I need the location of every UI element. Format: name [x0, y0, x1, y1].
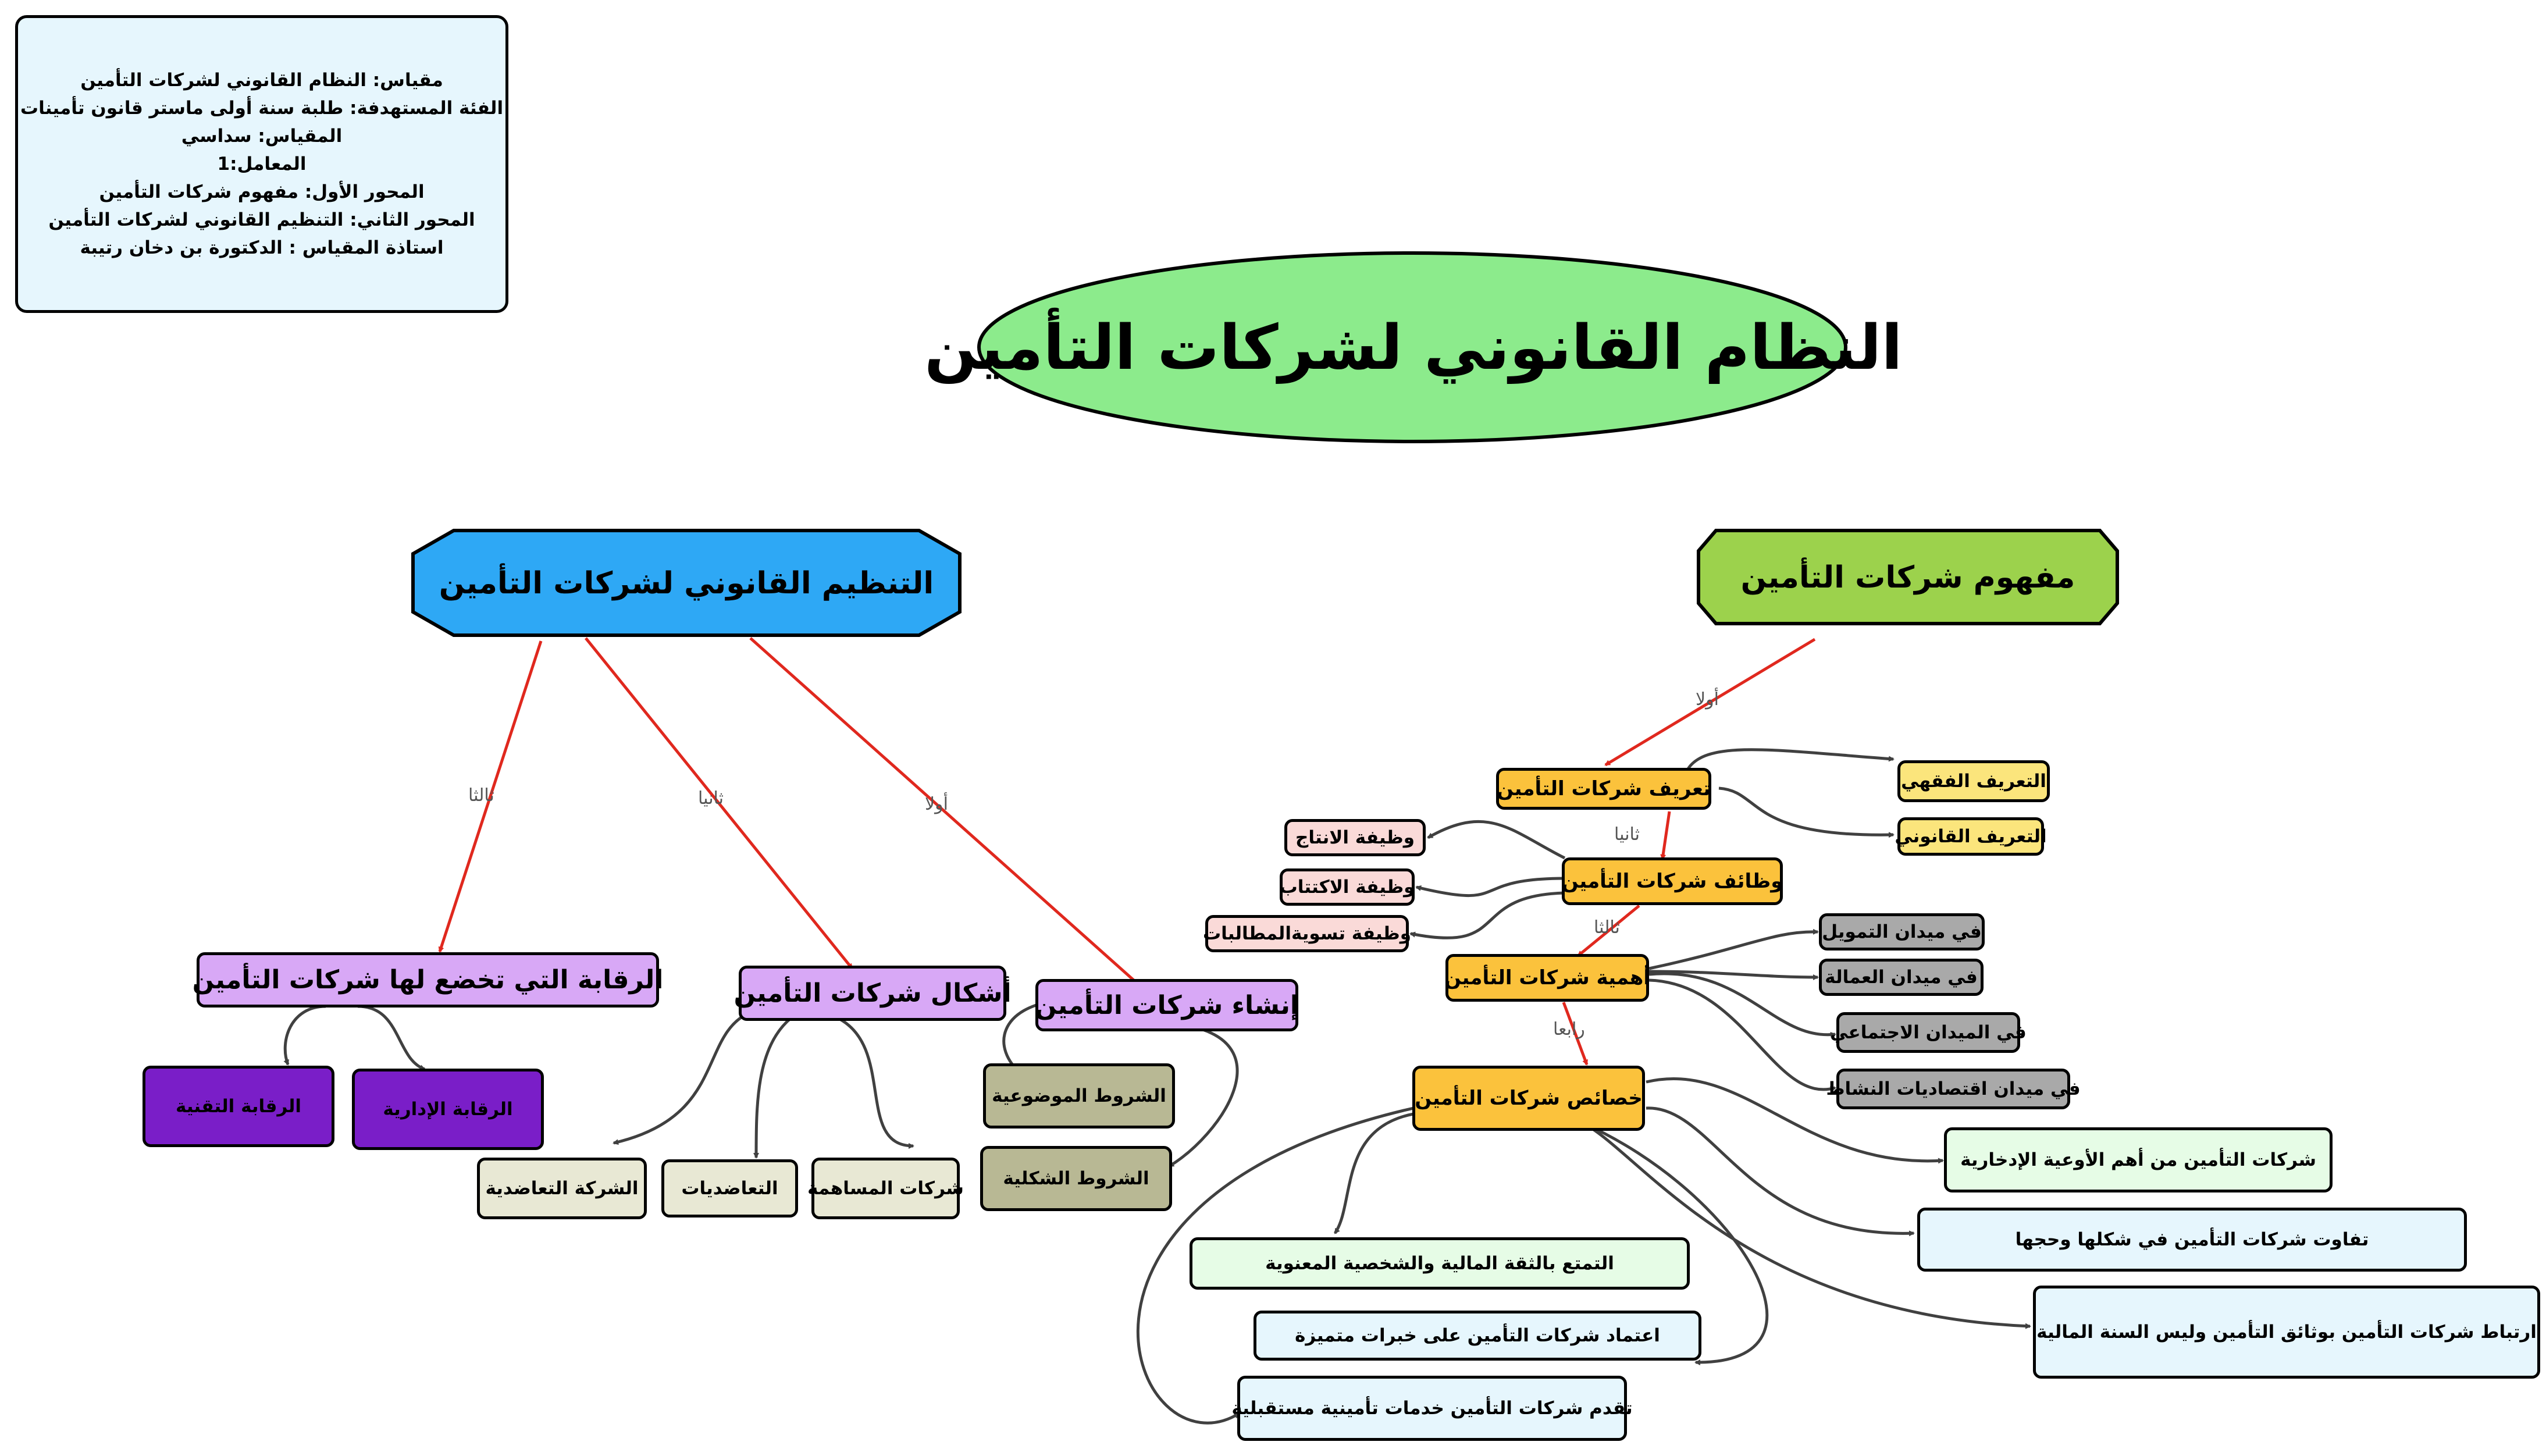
axis1-octagon	[1697, 529, 2119, 625]
info-line: المقياس: سداسي	[181, 126, 343, 147]
edge-def-fiqh	[1685, 748, 1895, 772]
edge-label-third: ثالثا	[1594, 917, 1620, 938]
edge-label-first-2: أولا	[925, 794, 948, 814]
axis2-title: التنظيم القانوني لشركات التأمين	[439, 565, 934, 601]
char-expertise: اعتماد شركات التأمين على خبرات متميزة	[1254, 1311, 1701, 1361]
function-production: وظيفة الانتاج	[1284, 819, 1426, 856]
edge-char-expertise	[1581, 1121, 1769, 1366]
forms-mutual-company: الشركة التعاضدية	[477, 1158, 647, 1219]
edge-imp-economics	[1648, 978, 1836, 1092]
definition-legal: التعريف القانوني	[1895, 817, 2047, 856]
edge-char-trust	[1333, 1112, 1414, 1234]
edge-label-second: ثانيا	[1614, 824, 1640, 845]
function-claims: وظيفة تسويةالمطالبات	[1203, 915, 1411, 952]
info-box: مقياس: النظام القانوني لشركات التأمين ال…	[15, 15, 508, 313]
functions-node: وظائف شركات التأمين	[1562, 857, 1783, 905]
edge-func-production	[1427, 820, 1566, 860]
info-line: المعامل:1	[217, 154, 307, 175]
edge-sup-tech	[283, 1005, 326, 1066]
importance-social: في الميدان الاجتماعي	[1830, 1012, 2027, 1053]
edge-functions-importance	[1577, 905, 1640, 957]
char-future: تقدم شركات التأمين خدمات تأمينية مستقبلي…	[1231, 1376, 1633, 1441]
forms-node: أشكال شركات التأمين	[733, 966, 1012, 1021]
definition-fiqh: التعريف الفقهي	[1897, 760, 2050, 802]
char-size: تفاوت شركات التأمين في شكلها وحجها	[1917, 1208, 2467, 1272]
char-savings: شركات التأمين من أهم الأوعية الإدخارية	[1944, 1127, 2333, 1192]
char-trust: التمتع بالثقة المالية والشخصية المعنوية	[1190, 1237, 1690, 1290]
importance-economics: في ميدان اقتصاديات النشاط	[1826, 1069, 2081, 1109]
edge-forms-joint	[836, 1016, 914, 1149]
root-title: النظام القانوني لشركات التأمين	[924, 312, 1903, 383]
info-line: المحور الأول: مفهوم شركات التأمين	[99, 181, 425, 202]
edge-func-subscription	[1415, 877, 1565, 898]
establishment-formal: الشروط الشكلية	[980, 1146, 1172, 1211]
info-line: استاذة المقياس : الدكتورة بن دخان رتيبة	[80, 237, 444, 258]
root-ellipse	[977, 251, 1847, 443]
edge-label-third-2: ثالثا	[468, 785, 494, 806]
importance-finance: في ميدان التمويل	[1819, 913, 1985, 951]
edge-char-savings	[1646, 1077, 1944, 1164]
edge-label-second-2: ثانيا	[698, 788, 724, 809]
info-line: الفئة المستهدفة: طلبة سنة أولى ماستر قان…	[20, 98, 504, 119]
function-subscription: وظيفة الاكتتاب	[1280, 868, 1415, 906]
edge-label-first: أولا	[1696, 689, 1719, 710]
establishment-node: إنشاء شركات التأمين	[1035, 979, 1299, 1031]
edge-imp-finance	[1648, 928, 1819, 970]
edge-char-size	[1646, 1106, 1915, 1237]
supervision-node: الرقابة التي تخضع لها شركات التأمين	[193, 952, 663, 1008]
edge-definition-functions	[1660, 811, 1671, 860]
establishment-objective: الشروط الموضوعية	[983, 1063, 1175, 1129]
supervision-admin: الرقابة الإدارية	[352, 1069, 544, 1150]
edge-char-policies	[1581, 1121, 2031, 1329]
definition-node: تعريف شركات التأمين	[1496, 768, 1711, 810]
importance-node: أهمية شركات التأمين	[1444, 954, 1650, 1002]
forms-joint-stock: شركات المساهمة	[807, 1158, 964, 1219]
edge-forms-mutuals	[753, 1017, 792, 1159]
edge-axis2-establishment	[749, 637, 1140, 986]
characteristics-node: خصائص شركات التأمين	[1412, 1066, 1645, 1131]
edge-importance-characteristics	[1562, 1002, 1589, 1066]
edge-sup-admin	[357, 1005, 426, 1071]
edge-imp-social	[1648, 972, 1836, 1038]
edge-axis1-definition	[1604, 638, 1816, 767]
edge-forms-mutualco	[613, 1010, 752, 1145]
char-policies: ارتباط شركات التأمين بوثائق التأمين وليس…	[2033, 1286, 2540, 1379]
edge-imp-labor	[1648, 970, 1819, 980]
info-line: مقياس: النظام القانوني لشركات التأمين	[80, 70, 443, 91]
edge-axis2-supervision	[438, 640, 543, 953]
axis1-title: مفهوم شركات التأمين	[1740, 560, 2075, 595]
edge-label-fourth: رابعا	[1553, 1019, 1585, 1040]
axis2-octagon	[411, 529, 962, 637]
edge-def-legal	[1718, 786, 1895, 838]
edge-axis2-forms	[585, 637, 853, 970]
importance-labor: في ميدان العمالة	[1819, 959, 1984, 996]
edge-char-future	[1136, 1106, 1414, 1425]
edge-est-formal	[1168, 1025, 1239, 1168]
edge-func-claims	[1409, 891, 1565, 939]
info-line: المحور الثاني: التنظيم القانوني لشركات ا…	[48, 209, 475, 230]
forms-mutuals: التعاضديات	[661, 1159, 798, 1218]
supervision-technical: الرقابة التقنية	[143, 1066, 334, 1147]
